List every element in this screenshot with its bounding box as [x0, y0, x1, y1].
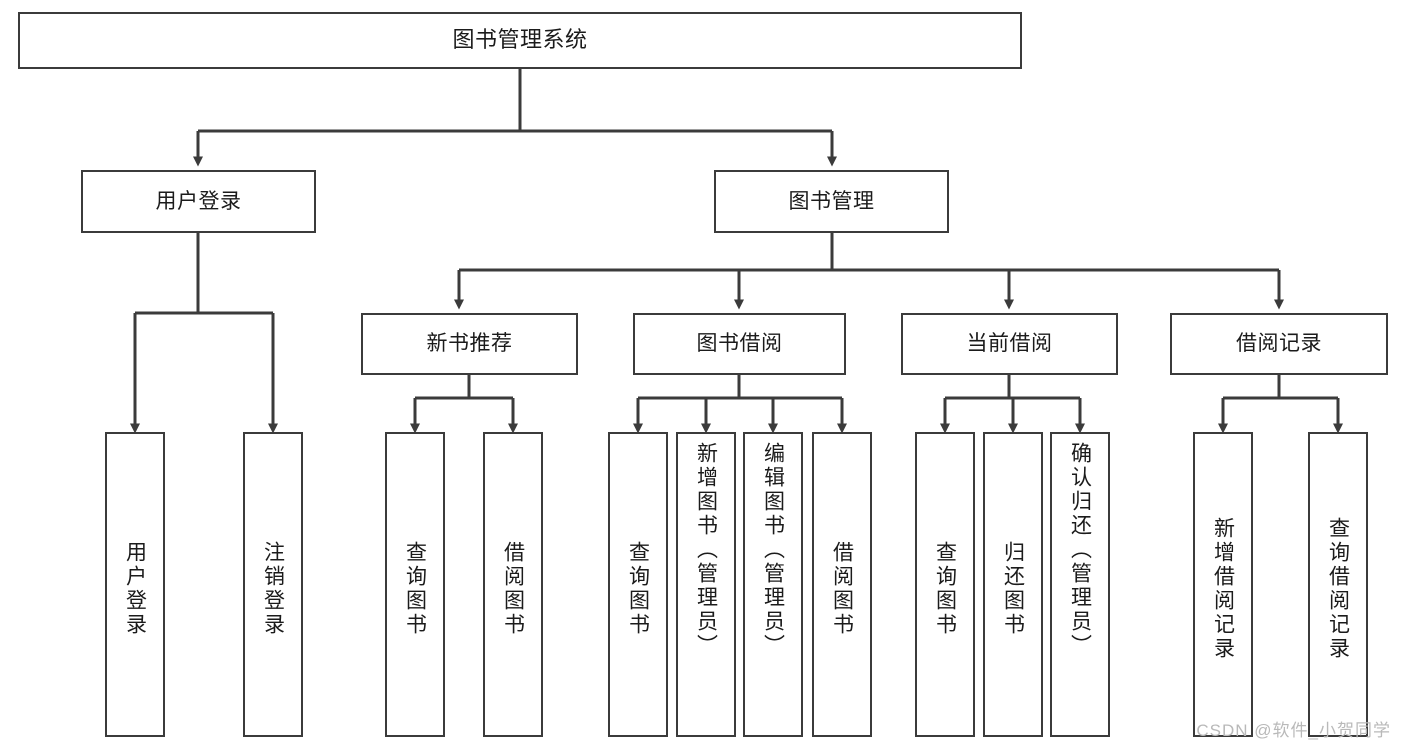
node-book-borrow[interactable]: 图书借阅	[633, 313, 846, 375]
leaf-borrow-query-book-label: 查询图书	[626, 540, 650, 637]
node-current-borrow-label: 当前借阅	[966, 332, 1053, 356]
leaf-new-book-borrow[interactable]: 借阅图书	[483, 432, 543, 737]
leaf-user-login-logout[interactable]: 注销登录	[243, 432, 303, 737]
leaf-new-book-query[interactable]: 查询图书	[385, 432, 445, 737]
leaf-borrow-borrow-book-label: 借阅图书	[830, 540, 854, 637]
node-borrow-records[interactable]: 借阅记录	[1170, 313, 1388, 375]
leaf-borrow-edit-book-label: 编辑图书（管理员）	[761, 442, 785, 658]
node-book-management-label: 图书管理	[788, 189, 875, 213]
leaf-borrow-query-book[interactable]: 查询图书	[608, 432, 668, 737]
leaf-user-login-login[interactable]: 用户登录	[105, 432, 165, 737]
node-current-borrow[interactable]: 当前借阅	[901, 313, 1118, 375]
node-root-label: 图书管理系统	[452, 27, 588, 53]
leaf-current-query-book-label: 查询图书	[933, 540, 957, 637]
node-book-borrow-label: 图书借阅	[696, 332, 783, 356]
leaf-current-return-book-label: 归还图书	[1001, 540, 1025, 637]
leaf-new-book-borrow-label: 借阅图书	[501, 540, 525, 637]
watermark: CSDN @软件_小贺同学	[1196, 721, 1391, 740]
leaf-borrow-add-book[interactable]: 新增图书（管理员）	[676, 432, 736, 737]
leaf-records-add-record-label: 新增借阅记录	[1211, 516, 1235, 661]
leaf-current-confirm-return[interactable]: 确认归还（管理员）	[1050, 432, 1110, 737]
leaf-user-login-login-label: 用户登录	[123, 540, 147, 637]
node-root[interactable]: 图书管理系统	[18, 12, 1022, 69]
leaf-current-query-book[interactable]: 查询图书	[915, 432, 975, 737]
leaf-borrow-edit-book[interactable]: 编辑图书（管理员）	[743, 432, 803, 737]
leaf-new-book-query-label: 查询图书	[403, 540, 427, 637]
node-user-login-label: 用户登录	[155, 189, 242, 213]
node-user-login[interactable]: 用户登录	[81, 170, 316, 233]
leaf-borrow-borrow-book[interactable]: 借阅图书	[812, 432, 872, 737]
leaf-user-login-logout-label: 注销登录	[261, 540, 285, 637]
leaf-records-add-record[interactable]: 新增借阅记录	[1193, 432, 1253, 737]
node-new-book-recommend[interactable]: 新书推荐	[361, 313, 578, 375]
node-book-management[interactable]: 图书管理	[714, 170, 949, 233]
leaf-current-return-book[interactable]: 归还图书	[983, 432, 1043, 737]
leaf-borrow-add-book-label: 新增图书（管理员）	[694, 442, 718, 658]
leaf-records-query-record-label: 查询借阅记录	[1326, 516, 1350, 661]
leaf-records-query-record[interactable]: 查询借阅记录	[1308, 432, 1368, 737]
node-borrow-records-label: 借阅记录	[1236, 332, 1322, 356]
node-new-book-recommend-label: 新书推荐	[426, 332, 513, 356]
leaf-current-confirm-return-label: 确认归还（管理员）	[1068, 442, 1092, 658]
